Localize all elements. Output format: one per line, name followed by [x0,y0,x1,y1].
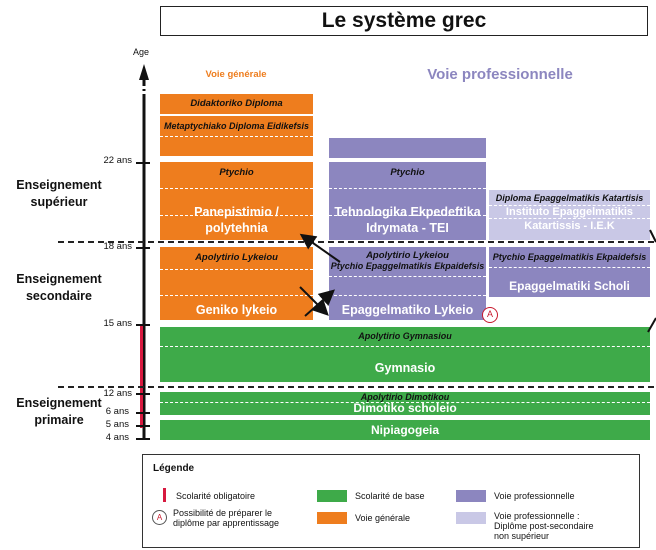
age-axis-label: Age [133,47,150,57]
level-superieur: Enseignement supérieur [16,178,102,209]
metaptychiako-box: Metaptychiako Diploma Eidikefsis [160,116,313,156]
legend-swatch-obligatoire [163,488,166,502]
legend-swatch-post-secondaire [456,512,486,524]
legend-generale: Voie générale [355,513,411,523]
legend: Légende Scolarité obligatoire A Possibil… [142,454,640,548]
tick-12 [136,393,150,395]
legend-swatch-generale [317,512,347,524]
legend-obligatoire: Scolarité obligatoire [176,491,256,501]
tei-box: Ptychio Tehnologika Ekpedeftika Idrymata… [329,162,486,240]
header-voie-professionnelle: Voie professionnelle [427,66,573,83]
compulsory-schooling-bar [140,325,143,428]
legend-base: Scolarité de base [355,491,425,501]
age-22-label: 22 ans [103,155,132,166]
tick-4 [136,438,150,440]
tick-22 [136,162,150,164]
legend-professionnelle: Voie professionnelle [494,491,575,501]
dimotiko-box: Apolytirio Dimotikou Dimotiko scholeio [160,392,650,415]
legend-apprentissage: Possibilité de préparer le diplôme par a… [173,508,280,528]
didaktoriko-box: Didaktoriko Diploma [160,94,313,114]
legend-title: Légende [153,463,195,474]
tick-15 [136,324,150,326]
legend-swatch-professionnelle [456,490,486,502]
nipiagogeia-box: Nipiagogeia [160,420,650,440]
age-5-label: 5 ans [105,419,129,430]
age-18-label: 18 ans [103,241,132,252]
geniko-lykeio-box: Apolytirio Lykeiou Geniko lykeio [160,247,313,320]
separator-12 [58,386,654,388]
level-primaire: Enseignement primaire [16,396,102,427]
professional-top-box [329,138,486,158]
tick-5 [136,425,150,427]
age-6-label: 6 ans [105,406,129,417]
gymnasio-box: Apolytirio Gymnasiou Gymnasio [160,327,650,382]
iek-box: Diploma Epaggelmatikis Katartisis Instit… [489,190,650,240]
legend-apprentissage-icon: A [152,510,167,525]
epaggelmatiki-scholi-box: Ptychio Epaggelmatikis Ekpaidefsis Epagg… [489,247,650,297]
epaggelmatiko-lykeio-box: Apolytirio Lykeiou Ptychio Epaggelmatiki… [329,247,486,320]
legend-swatch-base [317,490,347,502]
legend-post-secondaire: Voie professionnelle : Diplôme post-seco… [494,511,594,541]
tick-18 [136,247,150,249]
apprentissage-marker: A [482,307,498,323]
tick-6 [136,412,150,414]
age-15-label: 15 ans [103,318,132,329]
age-4-label: 4 ans [105,432,129,443]
panepistimio-box: Ptychio Panepistimio / polytehnia [160,162,313,240]
separator-18 [58,241,654,243]
level-secondaire: Enseignement secondaire [16,272,102,303]
diagram-title: Le système grec [160,6,648,36]
age-12-label: 12 ans [103,388,132,399]
header-voie-generale: Voie générale [205,69,267,80]
